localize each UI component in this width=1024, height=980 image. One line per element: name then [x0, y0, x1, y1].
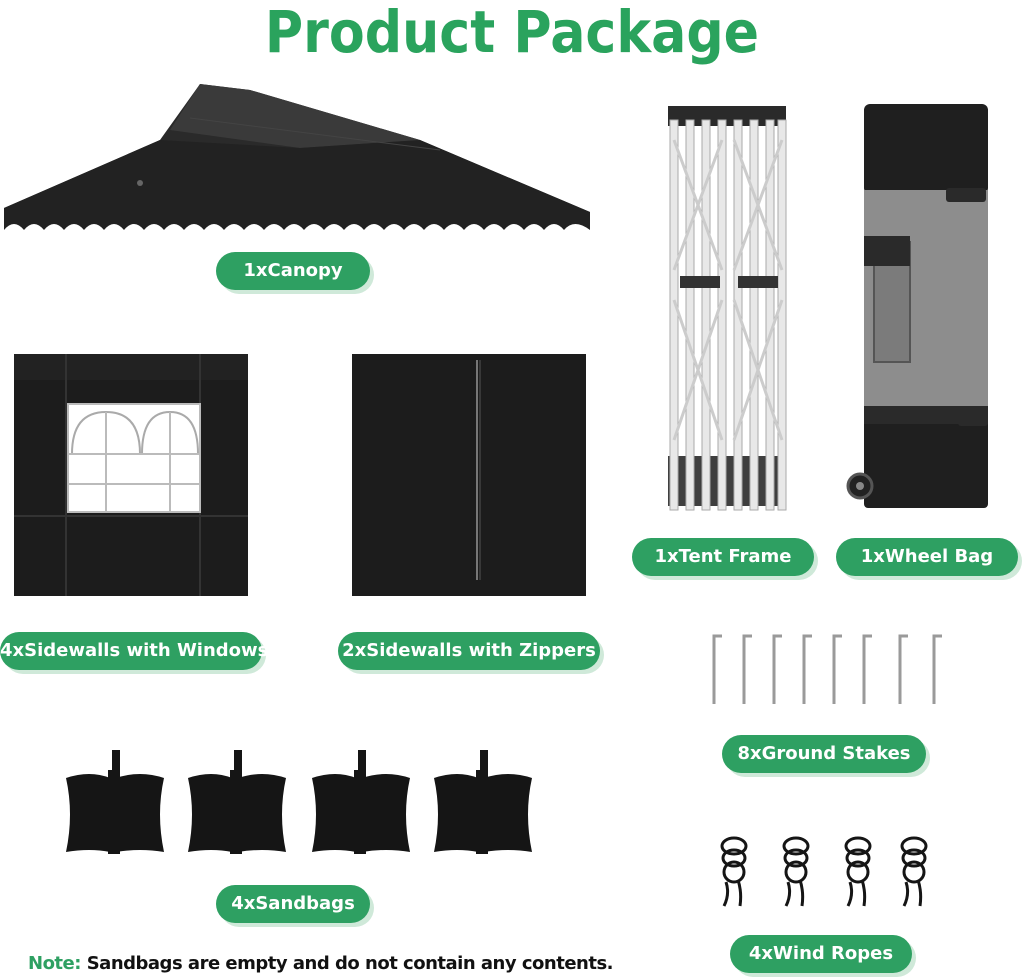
- tent-frame-image: [668, 106, 787, 511]
- sidewalls-windows-label: 4xSidewalls with Windows: [0, 632, 268, 670]
- sidewalls-zippers-label: 2xSidewalls with Zippers: [338, 632, 600, 670]
- wind-ropes-image: [720, 836, 928, 907]
- canopy-image: [4, 84, 590, 240]
- note-body: Sandbags are empty and do not contain an…: [80, 953, 614, 974]
- ground-stakes-image: [712, 634, 942, 704]
- sidewall-zipper-image: [352, 354, 586, 596]
- wheel-bag-label: 1xWheel Bag: [836, 538, 1018, 576]
- canopy-label: 1xCanopy: [216, 252, 370, 290]
- ground-stakes-label: 8xGround Stakes: [722, 735, 926, 773]
- page-title: Product Package: [264, 0, 760, 66]
- tent-frame-label: 1xTent Frame: [632, 538, 814, 576]
- note-label: Note:: [28, 953, 81, 974]
- note-text: Note: Sandbags are empty and do not cont…: [28, 953, 614, 974]
- sidewall-window-image: [14, 354, 248, 596]
- sandbags-label: 4xSandbags: [216, 885, 370, 923]
- wheel-bag-image: [846, 104, 988, 508]
- wind-ropes-label: 4xWind Ropes: [730, 935, 912, 973]
- sandbags-image: [66, 750, 532, 854]
